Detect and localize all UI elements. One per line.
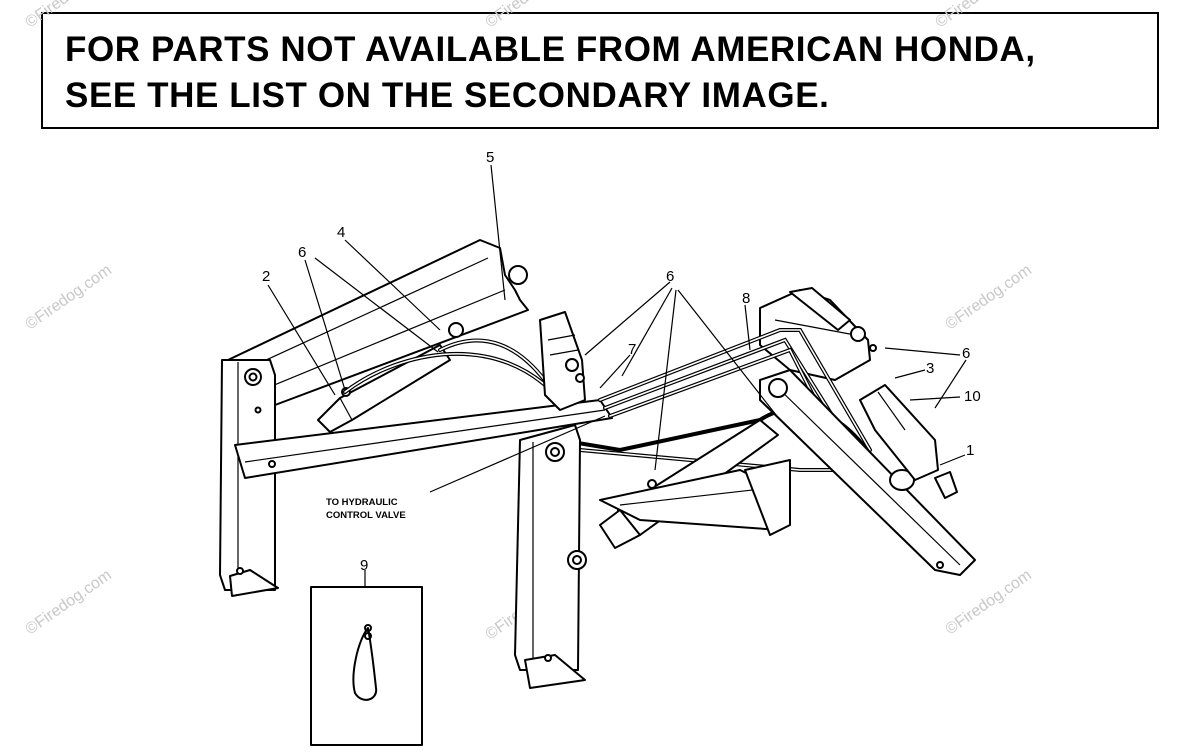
callout-9: 9	[360, 557, 368, 574]
callout-6-right: 6	[962, 345, 970, 362]
notice-line-1: FOR PARTS NOT AVAILABLE FROM AMERICAN HO…	[65, 30, 1036, 69]
notice-line-2: SEE THE LIST ON THE SECONDARY IMAGE.	[65, 76, 830, 115]
callout-2: 2	[262, 268, 270, 285]
leader-lines	[267, 164, 967, 587]
callout-labels: 2 6 4 5 6 7 8 6 3 10 1 9	[262, 149, 981, 574]
right-tilt-cylinder	[859, 344, 958, 499]
note-line-1: TO HYDRAULIC	[326, 497, 398, 508]
watermark: ©Firedog.com	[23, 262, 115, 334]
callout-4: 4	[337, 224, 345, 241]
watermark: ©Firedog.com	[23, 0, 115, 31]
watermark: ©Firedog.com	[23, 567, 115, 639]
center-upright-post	[514, 424, 586, 689]
center-valve-block	[539, 311, 586, 411]
watermark: ©Firedog.com	[483, 0, 575, 31]
upper-boom-frame	[227, 239, 871, 406]
callout-1: 1	[966, 442, 974, 459]
part-9-inset	[310, 586, 423, 746]
callout-10: 10	[964, 388, 981, 405]
watermark: ©Firedog.com	[943, 567, 1035, 639]
notice-box: FOR PARTS NOT AVAILABLE FROM AMERICAN HO…	[41, 12, 1159, 129]
callout-7: 7	[628, 341, 636, 358]
watermark: ©Firedog.com	[933, 0, 1025, 31]
callout-8: 8	[742, 290, 750, 307]
callout-6-left: 6	[298, 244, 306, 261]
note-line-2: CONTROL VALVE	[326, 510, 406, 521]
cross-member	[599, 459, 791, 536]
lower-boom-arm	[234, 399, 613, 479]
callout-5: 5	[486, 149, 494, 166]
callout-3: 3	[926, 360, 934, 377]
right-boom-arm	[759, 369, 976, 576]
hydraulic-valve-note: TO HYDRAULIC CONTROL VALVE	[326, 497, 406, 521]
watermark: ©Firedog.com	[943, 262, 1035, 334]
callout-6-center: 6	[666, 268, 674, 285]
